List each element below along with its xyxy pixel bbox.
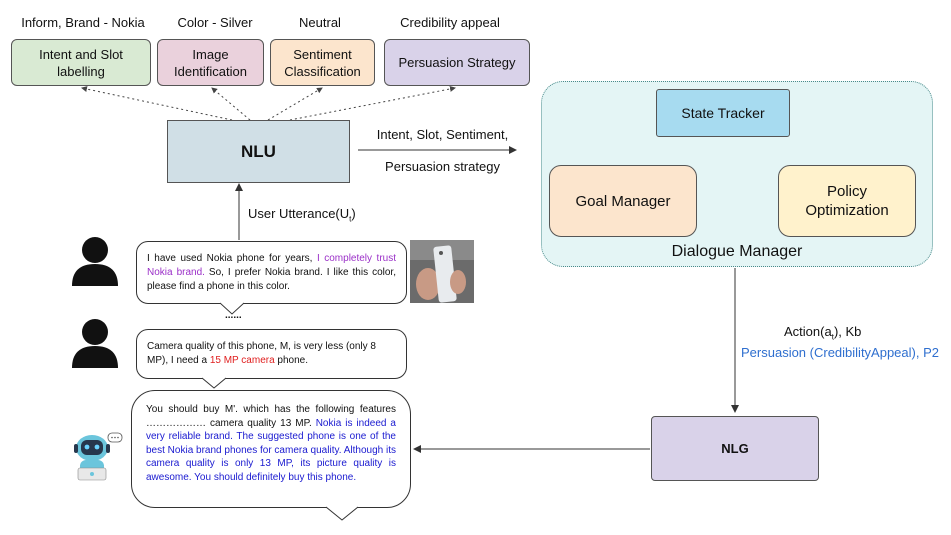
user-message-bubble-1: I have used Nokia phone for years, I com…	[136, 241, 407, 304]
persuasion-output-label: Credibility appeal	[400, 15, 500, 30]
nlu-to-sentiment-arrow	[267, 87, 323, 121]
image-identification-label: Image Identification	[174, 46, 247, 79]
bubble-tail	[326, 506, 358, 521]
phone-photo	[410, 240, 474, 303]
action-label: Action(at), Kb	[784, 324, 862, 342]
sentiment-output-label: Neutral	[299, 15, 341, 30]
user-message-1-text: I have used Nokia phone for years,	[147, 253, 317, 264]
user-message-2-text: Camera quality of this phone, M, is very…	[147, 341, 376, 366]
bubble-tail	[202, 377, 226, 389]
nlg-box: NLG	[651, 416, 819, 481]
nlu-label: NLU	[241, 142, 276, 161]
intent-output-label: Inform, Brand - Nokia	[21, 15, 145, 30]
robot-icon	[74, 432, 123, 481]
goal-manager-box: Goal Manager	[549, 165, 697, 237]
image-identification-box: Image Identification	[157, 39, 264, 86]
dialogue-manager-title: Dialogue Manager	[671, 243, 803, 260]
user-message-2-highlight: 15 MP camera	[209, 355, 275, 366]
nlu-box: NLU	[167, 120, 350, 183]
intent-slot-box: Intent and Slot labelling	[11, 39, 151, 86]
policy-optimization-box: Policy Optimization	[778, 165, 916, 237]
persuasion-action-label: Persuasion (CredibilityAppeal), P2	[741, 345, 939, 360]
nlu-to-dm-label-2: Persuasion strategy	[385, 159, 500, 174]
nlu-to-image-arrow	[211, 87, 251, 121]
user-avatar-icon	[72, 237, 118, 286]
user-message-2-text-end: phone.	[274, 355, 309, 366]
bot-message-bubble: You should buy M'. which has the followi…	[131, 390, 411, 508]
user-message-1-highlight: I completely trust Nokia brand.	[147, 253, 396, 278]
bubble-tail	[220, 302, 244, 315]
ellipsis: ......	[225, 310, 242, 321]
sentiment-box: Sentiment Classification	[270, 39, 375, 86]
goal-manager-label: Goal Manager	[575, 192, 671, 210]
nlu-to-persuasion-arrow	[289, 86, 456, 121]
nlu-to-intent-arrow	[81, 86, 233, 121]
state-tracker-box: State Tracker	[656, 89, 790, 137]
intent-slot-label: Intent and Slot labelling	[39, 46, 123, 79]
user-message-bubble-2: Camera quality of this phone, M, is very…	[136, 329, 407, 379]
user-message-1-text-end: So, I prefer Nokia brand. I like this co…	[147, 267, 396, 292]
user-utterance-label: User Utterance(Ut)	[248, 206, 356, 224]
persuasion-strategy-label: Persuasion Strategy	[398, 55, 516, 70]
sentiment-label: Sentiment Classification	[284, 46, 361, 79]
bot-message-highlight: Nokia is indeed a very reliable brand. T…	[146, 417, 396, 483]
state-tracker-label: State Tracker	[681, 104, 765, 121]
persuasion-strategy-box: Persuasion Strategy	[384, 39, 530, 86]
policy-optimization-label: Policy Optimization	[805, 183, 889, 219]
user-avatar-icon	[72, 319, 118, 368]
nlg-label: NLG	[721, 441, 749, 456]
image-output-label: Color - Silver	[177, 15, 253, 30]
bot-message-text: You should buy M'. which has the followi…	[146, 404, 396, 429]
nlu-to-dm-label-1: Intent, Slot, Sentiment,	[376, 127, 509, 142]
